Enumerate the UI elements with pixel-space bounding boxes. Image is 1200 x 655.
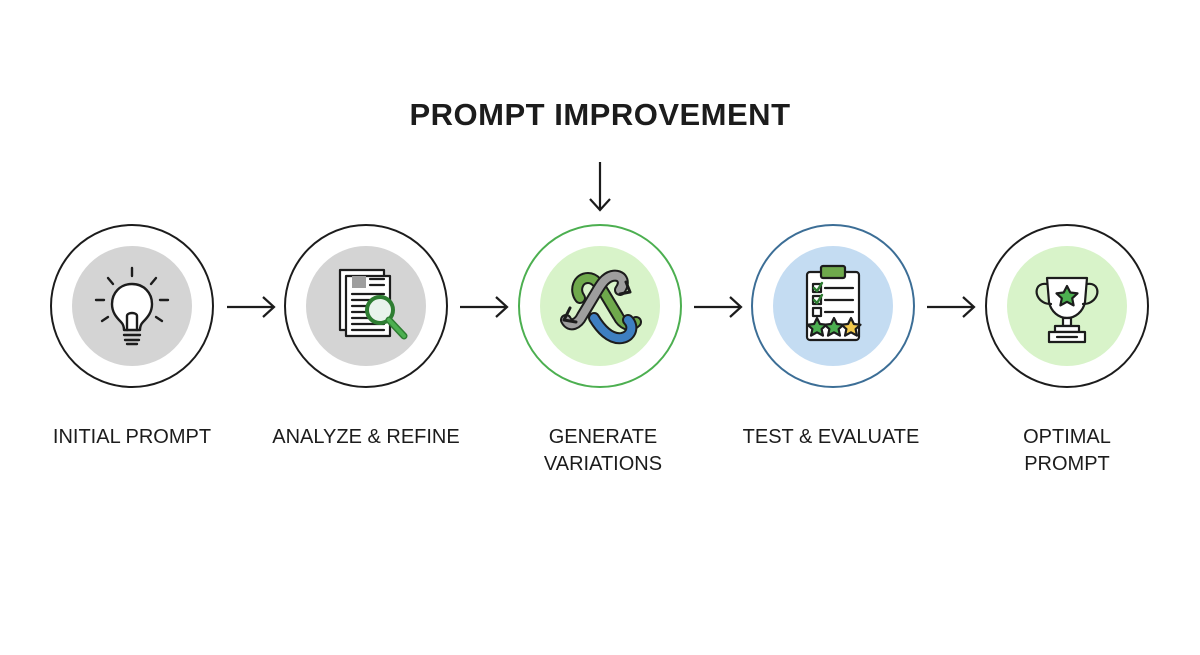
stage-generate-variations <box>518 224 682 388</box>
stage-optimal-prompt <box>985 224 1149 388</box>
stage-label-optimal-prompt: OPTIMAL PROMPT <box>1023 426 1111 475</box>
trophy-icon <box>1035 276 1099 344</box>
right-arrow-icon <box>694 296 743 318</box>
stage-inner-fill <box>540 246 660 366</box>
lightbulb-icon <box>94 266 170 346</box>
stage-analyze-refine <box>284 224 448 388</box>
clipboard-stars-icon <box>805 264 862 342</box>
stage-label-initial-prompt: INITIAL PROMPT <box>52 426 212 448</box>
right-arrow-icon <box>227 296 276 318</box>
diagram-title: PROMPT IMPROVEMENT <box>409 97 791 132</box>
stage-label-analyze-refine: ANALYZE & REFINE <box>272 426 460 448</box>
down-arrow-icon <box>589 162 611 212</box>
stage-initial-prompt <box>50 224 214 388</box>
stage-test-evaluate <box>751 224 915 388</box>
stage-label-generate-variations: GENERATE VARIATIONS <box>543 426 663 475</box>
interlinked-arrows-icon <box>560 269 642 345</box>
right-arrow-icon <box>460 296 509 318</box>
right-arrow-icon <box>927 296 976 318</box>
stage-label-test-evaluate: TEST & EVALUATE <box>742 426 920 448</box>
document-magnifier-icon <box>338 268 408 340</box>
